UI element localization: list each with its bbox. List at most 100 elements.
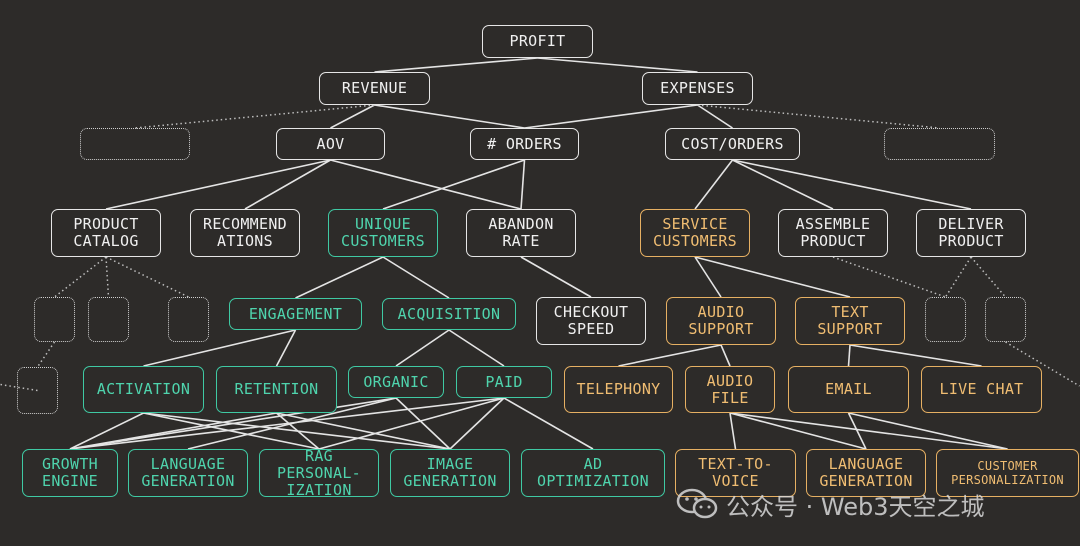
node-language-generation-teal: LANGUAGE GENERATION [128,449,248,497]
edge-orders-unique_customers [382,159,525,210]
edge-audio_file-customer_personalization [729,412,1008,450]
placeholder-node [17,367,58,414]
node-email: EMAIL [788,366,909,413]
edge-paid-image_generation [449,397,505,450]
node-ad-optimization: AD OPTIMIZATION [521,449,665,497]
node-unique-customers: UNIQUE CUSTOMERS [328,209,438,257]
edge-expenses-orders [524,104,698,129]
node-live-chat: LIVE CHAT [921,366,1042,413]
node-checkout-speed: CHECKOUT SPEED [536,297,646,345]
node-expenses: EXPENSES [642,72,753,105]
edge-aov-product_catalog [105,159,331,210]
ghost-edge-expenses-ghost_right [697,104,940,129]
ghost-edge-ghost_pc4-offscreen_left [0,383,38,392]
node-engagement: ENGAGEMENT [229,298,362,330]
placeholder-node [34,297,75,342]
edge-revenue-aov [330,104,375,129]
node-audio-support: AUDIO SUPPORT [666,297,776,345]
node-retention: RETENTION [216,366,337,413]
edge-paid-ad_optimization [503,397,594,450]
ghost-edge-product_catalog-ghost_pc2 [105,256,110,298]
edge-unique_customers-acquisition [382,256,450,299]
placeholder-node [88,297,129,342]
node-text-to-voice: TEXT-TO- VOICE [675,449,796,497]
node-profit: PROFIT [482,25,593,58]
edge-profit-expenses [537,57,698,73]
edge-unique_customers-engagement [295,256,384,299]
node-service-customers: SERVICE CUSTOMERS [640,209,750,257]
ghost-edge-deliver_product-ghost_ap [944,256,972,298]
node-language-generation-orange: LANGUAGE GENERATION [806,449,926,497]
ghost-edge-product_catalog-ghost_pc1 [54,256,107,298]
node-deliver-product: DELIVER PRODUCT [916,209,1026,257]
edge-paid-rag_personalization [318,397,505,450]
placeholder-node [168,297,209,342]
ghost-edge-deliver_product-ghost_dp [970,256,1007,298]
edge-organic-image_generation [395,397,451,450]
node-telephony: TELEPHONY [564,366,673,413]
edge-cost_orders-deliver_product [732,159,972,210]
edge-aov-abandon_rate [330,159,522,210]
edge-paid-growth_engine [69,397,505,450]
edge-text_support-live_chat [849,344,982,367]
edge-activation-rag_personalization [143,412,320,450]
edge-audio_support-telephony [618,344,722,367]
node-customer-personalization: CUSTOMER PERSONALIZATION [936,449,1079,497]
ghost-edge-ghost_dp-offscreen_right [1005,341,1080,387]
edge-aov-recommendations [244,159,331,210]
edge-service_customers-text_support [694,256,851,298]
watermark: 公众号 · Web3天空之城 [676,486,984,522]
placeholder-node [985,297,1026,342]
edge-acquisition-organic [395,329,450,367]
edge-orders-abandon_rate [520,159,526,210]
edge-text_support-email [847,344,851,367]
placeholder-node [925,297,966,342]
ghost-edge-product_catalog-ghost_pc3 [105,256,189,298]
edge-engagement-retention [275,329,297,367]
placeholder-node [884,128,995,160]
node-image-generation: IMAGE GENERATION [390,449,510,497]
node-cost-orders: COST/ORDERS [665,128,800,160]
edge-profit-revenue [374,57,538,73]
edge-cost_orders-service_customers [694,159,734,210]
offscreen-anchor [0,384,1,385]
edge-cost_orders-assemble_product [732,159,834,210]
node-rag-personalization: RAG PERSONAL- IZATION [259,447,379,498]
watermark-text: 公众号 · Web3天空之城 [726,492,985,521]
node-growth-engine: GROWTH ENGINE [22,449,118,497]
node-text-support: TEXT SUPPORT [795,297,905,345]
ghost-edge-ghost_pc1-ghost_pc4 [36,341,56,368]
node-audio-file: AUDIO FILE [685,366,775,413]
node-recommendations: RECOMMEND ATIONS [190,209,300,257]
node-assemble-product: ASSEMBLE PRODUCT [778,209,888,257]
edge-expenses-cost_orders [697,104,733,129]
node-product-catalog: PRODUCT CATALOG [51,209,161,257]
edge-audio_support-audio_file [720,344,731,367]
wechat-icon [676,488,718,519]
edge-acquisition-paid [448,329,505,367]
placeholder-node [80,128,190,160]
edge-audio_file-text_to_voice [729,412,737,450]
node-paid: PAID [456,366,552,398]
node-activation: ACTIVATION [83,366,204,413]
edge-activation-growth_engine [69,412,144,450]
node-revenue: REVENUE [319,72,430,105]
node-aov: AOV [276,128,385,160]
edge-engagement-activation [143,329,296,367]
node-organic: ORGANIC [348,366,444,398]
node-orders: # ORDERS [470,128,579,160]
edge-retention-rag_personalization [275,412,320,450]
edge-service_customers-audio_support [694,256,722,298]
edge-revenue-orders [374,104,525,129]
edge-abandon_rate-checkout_speed [520,256,592,298]
edge-audio_file-language_generation_o [729,412,867,450]
edge-email-customer_personalization [848,412,1008,450]
node-acquisition: ACQUISITION [382,298,516,330]
ghost-edge-assemble_product-ghost_ap [832,256,946,298]
node-abandon-rate: ABANDON RATE [466,209,576,257]
edge-email-language_generation_o [847,412,867,450]
edge-retention-image_generation [276,412,451,450]
edge-organic-growth_engine [69,397,397,450]
